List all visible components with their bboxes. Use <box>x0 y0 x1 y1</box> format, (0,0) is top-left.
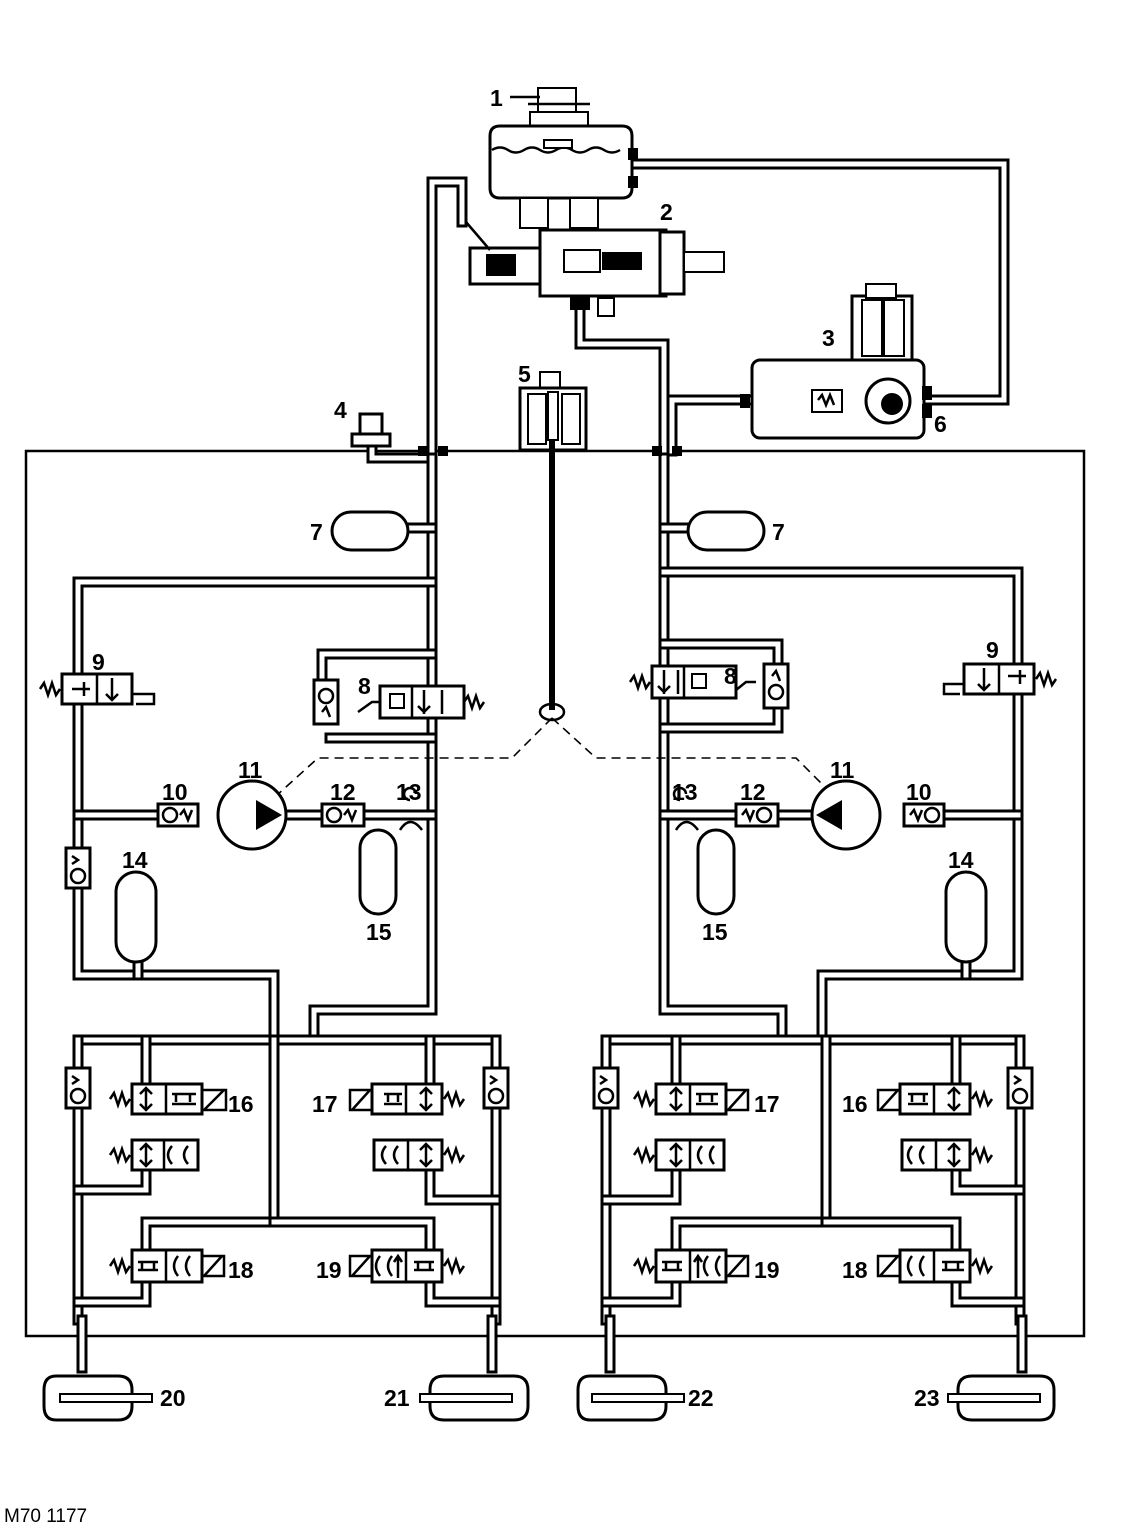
callout-12-right: 12 <box>740 779 766 805</box>
low-pressure-accumulator <box>686 510 766 552</box>
callout-6: 6 <box>934 411 947 437</box>
damper-symbol <box>402 786 418 802</box>
check-valve <box>1006 1066 1034 1110</box>
callout-19-left: 19 <box>316 1257 342 1283</box>
return-pump <box>810 779 882 851</box>
pipework <box>72 158 1028 1374</box>
callout-4: 4 <box>334 397 347 423</box>
drive-link <box>275 717 553 797</box>
frame-connectors <box>418 446 682 456</box>
master-cylinder <box>465 197 725 317</box>
callout-7-left: 7 <box>310 519 323 545</box>
callout-14-right: 14 <box>948 847 974 873</box>
left-circuit <box>38 510 510 1284</box>
callout-14-left: 14 <box>122 847 148 873</box>
high-pressure-accumulator <box>114 870 158 964</box>
damper-chamber <box>358 828 398 916</box>
damper-chamber <box>696 828 736 916</box>
callout-7-right: 7 <box>772 519 785 545</box>
callout-2: 2 <box>660 199 673 225</box>
callout-labels: 1 2 3 4 5 6 7 7 8 8 9 9 10 10 11 11 12 1… <box>92 85 999 1411</box>
low-pressure-accumulator <box>330 510 410 552</box>
callout-8-right: 8 <box>724 663 737 689</box>
damper <box>674 820 699 831</box>
callout-17-right: 17 <box>754 1091 780 1117</box>
outlet-valve <box>108 1138 200 1172</box>
damper <box>398 820 423 831</box>
brake-caliper <box>576 1374 685 1422</box>
pump-motor-assembly <box>740 283 932 440</box>
check-valve <box>64 846 92 890</box>
callout-15-left: 15 <box>366 919 392 945</box>
check-valve <box>64 1066 92 1110</box>
drive-link <box>551 717 835 797</box>
callout-5: 5 <box>518 361 531 387</box>
callout-9-left: 9 <box>92 649 105 675</box>
check-valve <box>592 1066 620 1110</box>
right-circuit <box>592 510 1058 1284</box>
callout-23: 23 <box>914 1385 940 1411</box>
inlet-valve <box>108 1082 228 1116</box>
callout-21: 21 <box>384 1385 410 1411</box>
callout-3: 3 <box>822 325 835 351</box>
fluid-reservoir <box>488 87 638 200</box>
callout-22: 22 <box>688 1385 714 1411</box>
callout-11-left: 11 <box>238 757 263 783</box>
return-pump <box>216 779 288 851</box>
check-valve <box>482 1066 510 1110</box>
inlet-valve <box>632 1082 750 1116</box>
callout-13-right: 13 <box>672 779 698 805</box>
callout-10-left: 10 <box>162 779 188 805</box>
pressure-valve <box>312 678 486 726</box>
outlet-valve <box>372 1138 466 1172</box>
traction-valve <box>348 1248 466 1284</box>
inlet-valve <box>348 1082 466 1116</box>
callout-15-right: 15 <box>702 919 728 945</box>
check-valve <box>156 802 200 828</box>
check-valve <box>734 802 780 828</box>
callout-16-left: 16 <box>228 1091 254 1117</box>
callout-18-right: 18 <box>842 1257 868 1283</box>
solenoid-valve <box>38 672 156 706</box>
traction-valve <box>632 1248 750 1284</box>
outlet-valve <box>900 1138 994 1172</box>
pressure-valve <box>628 662 790 710</box>
callout-18-left: 18 <box>228 1257 254 1283</box>
callout-10-right: 10 <box>906 779 932 805</box>
brake-caliper <box>947 1374 1056 1422</box>
callout-17-left: 17 <box>312 1091 338 1117</box>
solenoid-valve <box>942 662 1058 696</box>
callout-20: 20 <box>160 1385 186 1411</box>
outlet-valve <box>632 1138 726 1172</box>
callout-1: 1 <box>490 85 503 111</box>
pump-motor <box>518 371 588 722</box>
figure-reference: M70 1177 <box>4 1506 87 1527</box>
callout-11-right: 11 <box>830 757 855 783</box>
check-valve <box>320 802 366 828</box>
callout-12-left: 12 <box>330 779 356 805</box>
check-valve <box>902 802 946 828</box>
callout-19-right: 19 <box>754 1257 780 1283</box>
callout-8-left: 8 <box>358 673 371 699</box>
callout-13-left: 13 <box>396 779 422 805</box>
brake-caliper <box>419 1374 530 1422</box>
brake-caliper <box>42 1374 153 1422</box>
inlet-valve <box>876 1082 994 1116</box>
pressure-sensor <box>350 412 392 448</box>
callout-16-right: 16 <box>842 1091 868 1117</box>
high-pressure-accumulator <box>944 870 988 964</box>
traction-valve <box>876 1248 994 1284</box>
damper-symbol <box>672 786 688 802</box>
callout-9-right: 9 <box>986 637 999 663</box>
traction-valve <box>108 1248 226 1284</box>
